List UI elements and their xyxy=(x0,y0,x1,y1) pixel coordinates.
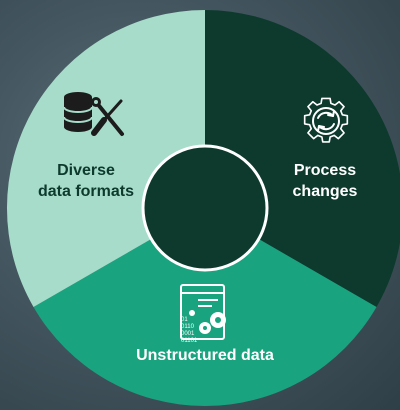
center-circle xyxy=(141,144,269,272)
label-diverse-line1: Diverse xyxy=(57,162,115,179)
label-diverse-data-formats: Diverse data formats xyxy=(25,160,147,202)
binary-document-gears-icon: 01 0110 0001 01101 xyxy=(180,284,226,344)
database-tools-icon xyxy=(63,92,124,136)
label-unstructured-text: Unstructured data xyxy=(136,347,274,364)
binary-digits-line-3: 0001 xyxy=(181,331,195,337)
label-process-line2: changes xyxy=(292,183,358,200)
gear-refresh-icon xyxy=(303,97,349,143)
label-process-line1: Process xyxy=(293,162,357,179)
binary-digits-line-4: 01101 xyxy=(181,338,198,344)
label-diverse-line2: data formats xyxy=(37,183,135,200)
label-process-changes: Process changes xyxy=(280,160,370,202)
binary-digits-line-2: 0110 xyxy=(181,324,195,330)
segment-unstructured-data xyxy=(33,208,377,407)
label-unstructured-data: Unstructured data xyxy=(110,345,300,366)
binary-digits-line-1: 01 xyxy=(181,317,188,323)
